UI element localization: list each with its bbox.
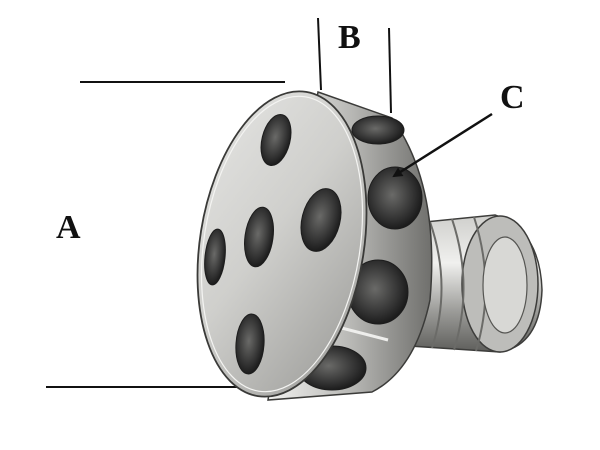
front-disc-face [196, 90, 368, 398]
face-hole [300, 188, 342, 252]
face-hole [235, 313, 265, 375]
rim-hole [367, 166, 423, 230]
label-c-arrow [392, 112, 493, 178]
label-b: B [338, 19, 361, 56]
face-hole [204, 228, 226, 286]
face-hole [244, 206, 274, 268]
perforated-vent-component [196, 90, 543, 401]
label-a: A [56, 209, 81, 246]
dimension-b-left-line [317, 17, 322, 91]
dimension-b-right-line [388, 27, 392, 114]
rim-hole [351, 115, 405, 145]
label-c: C [500, 79, 525, 116]
face-hole [260, 114, 292, 166]
